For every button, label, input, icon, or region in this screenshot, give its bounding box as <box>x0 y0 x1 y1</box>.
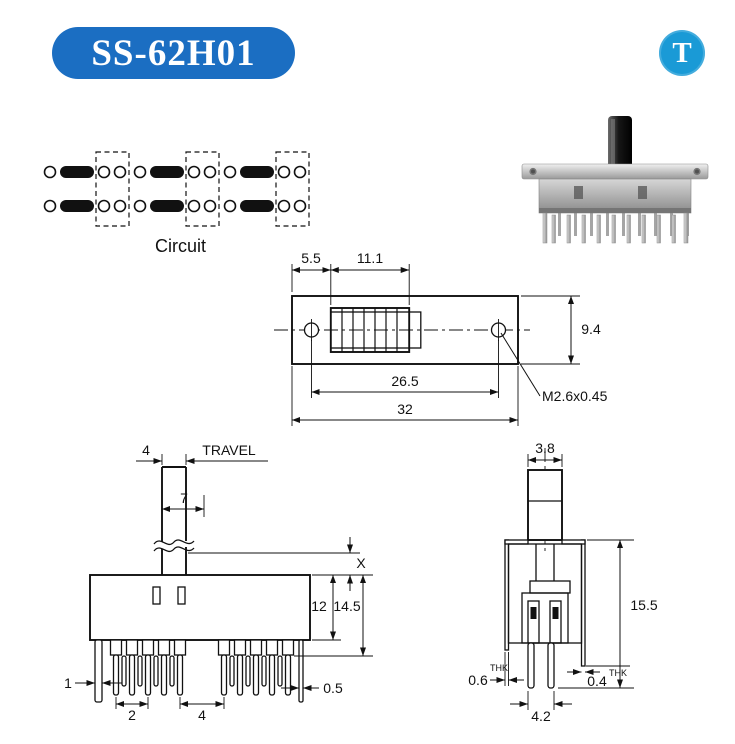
thread-spec-label: M2.6x0.45 <box>542 388 608 404</box>
dim-label-knob-width-side: 3.8 <box>535 443 555 456</box>
terminal-pins <box>94 639 304 703</box>
circuit-diagram <box>43 151 310 227</box>
product-photo <box>521 116 709 244</box>
dim-overall-height-side: 15.5 <box>558 539 658 689</box>
dim-label-hole-spacing: 26.5 <box>391 373 418 389</box>
switch-body-outline <box>291 295 519 365</box>
mounting-hole-right <box>490 319 507 341</box>
dim-body-width: 32 <box>291 366 519 426</box>
body-slot-right <box>177 586 186 605</box>
dim-tab-width: 0.5 <box>281 680 343 696</box>
dim-frame-thickness: 0.6 THK <box>468 652 524 688</box>
dim-stem-width-travel: 4 TRAVEL <box>136 443 268 465</box>
actuator-stem <box>153 466 195 575</box>
dim-overall-height: 14.5 <box>294 575 373 657</box>
body-slot-left <box>152 586 161 605</box>
dim-offset: 5.5 <box>291 250 332 305</box>
dim-label-body-width: 32 <box>397 401 413 417</box>
side-view-drawing: 3.8 15.5 <box>468 443 658 724</box>
dim-pin-pitch: 2 <box>115 697 149 723</box>
dim-label-pin-span: 4.2 <box>531 708 551 724</box>
photo-body <box>538 178 692 214</box>
photo-flange <box>521 163 709 180</box>
terminal-pins-side <box>527 642 555 689</box>
dim-knob-width-side: 3.8 <box>527 443 563 467</box>
dim-knob-width: 11.1 <box>330 250 410 305</box>
circuit-group-1 <box>43 151 130 227</box>
top-view-drawing: 5.5 11.1 9.4 26.5 32 M2.6x0.45 <box>274 250 608 426</box>
dim-hole-spacing: 26.5 <box>311 340 499 398</box>
photo-pins-back <box>558 212 689 236</box>
dim-label-terminal-thickness: 0.4 <box>587 673 607 689</box>
photo-knob <box>608 116 632 172</box>
dim-label-body-height: 12 <box>311 598 327 614</box>
dim-pin-span: 4.2 <box>510 691 572 724</box>
thread-callout: M2.6x0.45 <box>500 332 608 404</box>
brand-logo-icon: T <box>659 30 705 76</box>
dim-label-overall-height-side: 15.5 <box>630 597 657 613</box>
dim-label-leg-width: 1 <box>64 675 72 691</box>
dim-label-group-gap: 4 <box>198 707 206 723</box>
dim-label-knob-width: 11.1 <box>357 250 383 266</box>
dim-stem-travel: 7 <box>162 490 205 517</box>
dim-label-offset: 5.5 <box>301 250 321 266</box>
front-view-drawing: 4 TRAVEL 7 <box>64 443 373 723</box>
terminal-thk-label: THK <box>609 668 627 678</box>
circuit-group-3 <box>223 151 310 227</box>
dim-body-height: 9.4 <box>521 295 601 365</box>
frame-thk-label: THK <box>490 663 508 673</box>
dim-group-gap: 4 <box>179 697 225 723</box>
dim-label-frame-thickness: 0.6 <box>468 672 488 688</box>
travel-label: TRAVEL <box>202 443 256 458</box>
circuit-label: Circuit <box>154 236 206 256</box>
metal-frame <box>504 539 586 667</box>
switch-body-front <box>89 574 311 641</box>
dim-knob-height: X <box>188 537 373 591</box>
actuator-knob-side <box>527 469 563 541</box>
dim-label-stem-travel: 7 <box>180 490 188 506</box>
mounting-hole-left <box>303 319 320 341</box>
dim-label-knob-height: X <box>356 555 366 571</box>
body-side <box>507 543 583 644</box>
dim-label-tab-width: 0.5 <box>323 680 343 696</box>
dim-label-pin-pitch: 2 <box>128 707 136 723</box>
dim-label-stem-width: 4 <box>142 443 150 458</box>
dim-leg-width: 1 <box>64 675 122 691</box>
model-badge: SS-62H01 <box>52 27 295 79</box>
dim-terminal-thickness: 0.4 THK <box>567 665 630 689</box>
dim-label-body-height: 9.4 <box>581 321 601 337</box>
photo-pins-front <box>542 212 689 244</box>
slider-knob <box>329 307 411 353</box>
dim-body-height: 12 <box>311 575 341 641</box>
dim-label-overall-height: 14.5 <box>333 598 360 614</box>
circuit-group-2 <box>133 151 220 227</box>
